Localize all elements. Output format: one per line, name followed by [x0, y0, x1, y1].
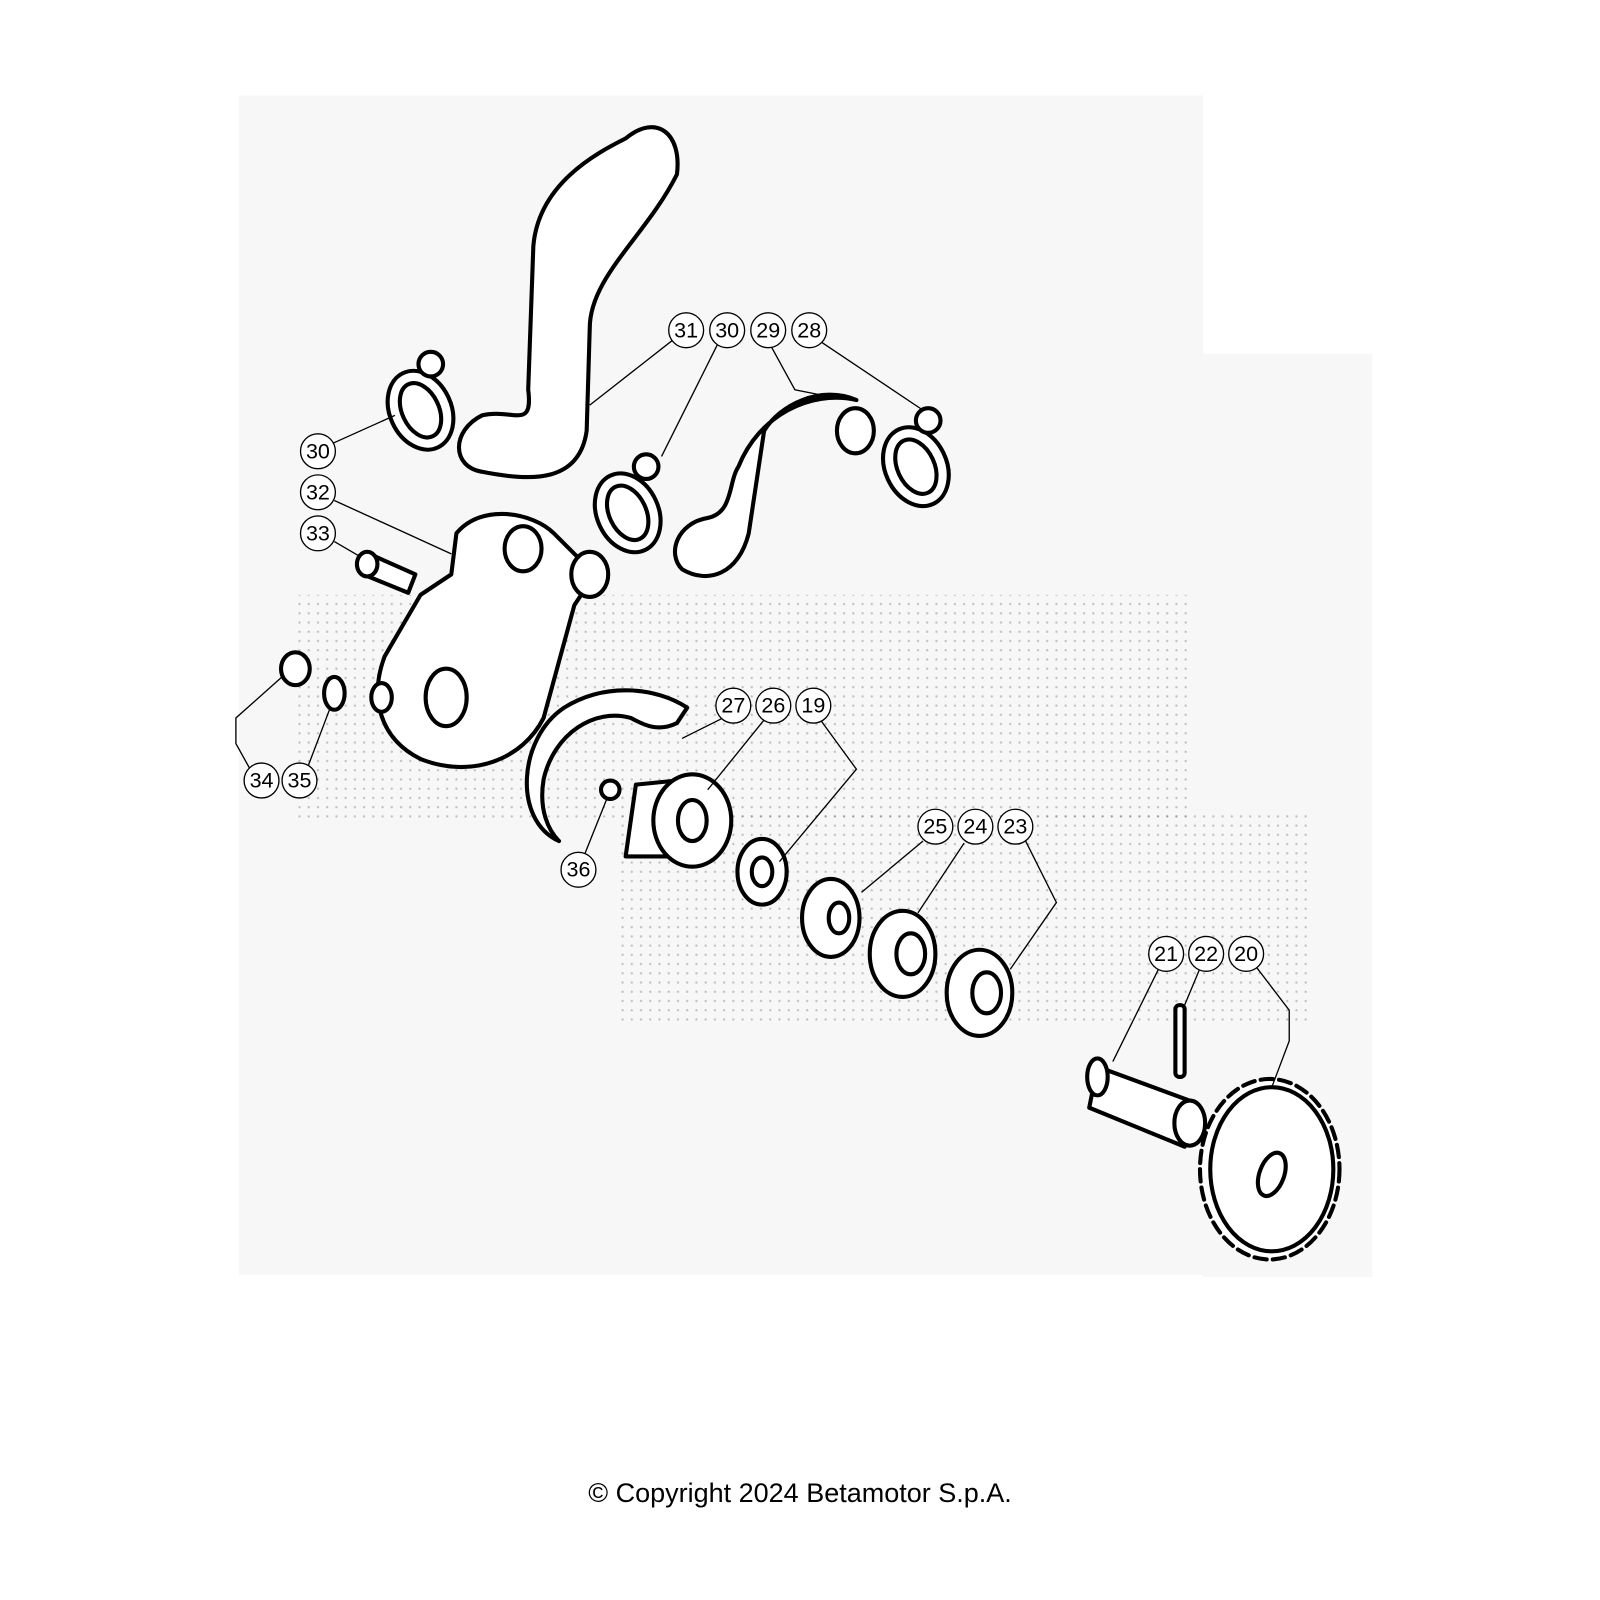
callout-19: 19: [795, 687, 832, 724]
callout-28: 28: [791, 312, 828, 349]
callout-30: 30: [299, 433, 337, 470]
svg-text:31: 31: [674, 318, 698, 342]
copyright-notice: © Copyright 2024 Betamotor S.p.A.: [588, 1478, 1012, 1508]
callout-35: 35: [281, 762, 318, 799]
svg-text:32: 32: [306, 480, 330, 504]
seal-25: [800, 876, 862, 959]
svg-text:33: 33: [306, 521, 330, 545]
circlip-36: [598, 778, 622, 802]
gasket-27: [524, 688, 690, 844]
gear-20: [1197, 1076, 1342, 1262]
washer-35: [322, 674, 347, 712]
svg-text:25: 25: [923, 815, 947, 839]
hose-clamp-30-left: [385, 349, 456, 452]
shaft-21: [1085, 1056, 1208, 1149]
callout-33: 33: [299, 515, 337, 552]
svg-text:21: 21: [1154, 942, 1178, 966]
callout-21: 21: [1148, 935, 1185, 972]
svg-text:23: 23: [1003, 815, 1027, 839]
leader-lines: [235, 337, 1290, 1088]
svg-text:24: 24: [963, 815, 987, 839]
callout-27: 27: [715, 687, 752, 724]
callout-34: 34: [243, 762, 280, 799]
callout-22: 22: [1188, 935, 1225, 972]
svg-text:34: 34: [250, 769, 274, 793]
svg-text:26: 26: [761, 694, 785, 718]
svg-text:30: 30: [715, 318, 739, 342]
callout-32: 32: [299, 474, 337, 511]
seal-19: [735, 836, 789, 907]
callout-30: 30: [709, 312, 746, 349]
callout-31: 31: [668, 312, 705, 349]
bearing-23: [944, 947, 1015, 1038]
pump-cover-32: [369, 511, 611, 769]
svg-text:27: 27: [721, 694, 745, 718]
plug-34: [278, 650, 312, 688]
svg-text:20: 20: [1234, 942, 1258, 966]
svg-text:28: 28: [797, 318, 821, 342]
svg-text:19: 19: [801, 694, 825, 718]
callout-20: 20: [1228, 935, 1265, 972]
callout-23: 23: [997, 808, 1034, 845]
svg-text:30: 30: [306, 439, 330, 463]
callout-26: 26: [755, 687, 792, 724]
pin-22: [1173, 1003, 1187, 1079]
svg-text:35: 35: [288, 769, 312, 793]
svg-text:29: 29: [756, 318, 780, 342]
screw-33: [354, 549, 418, 595]
hose-29-end: [834, 406, 876, 456]
callout-25: 25: [917, 808, 954, 845]
impeller-26: [623, 772, 734, 869]
hose-29: [672, 392, 859, 579]
callout-36: 36: [560, 851, 597, 888]
svg-text:22: 22: [1194, 942, 1218, 966]
svg-text:36: 36: [566, 858, 590, 882]
callout-24: 24: [957, 808, 994, 845]
bearing-24: [867, 908, 938, 999]
callout-29: 29: [750, 312, 787, 349]
hose-clamp-28: [881, 406, 951, 509]
hose-31: [457, 125, 680, 480]
hose-clamp-30-center: [592, 452, 663, 555]
